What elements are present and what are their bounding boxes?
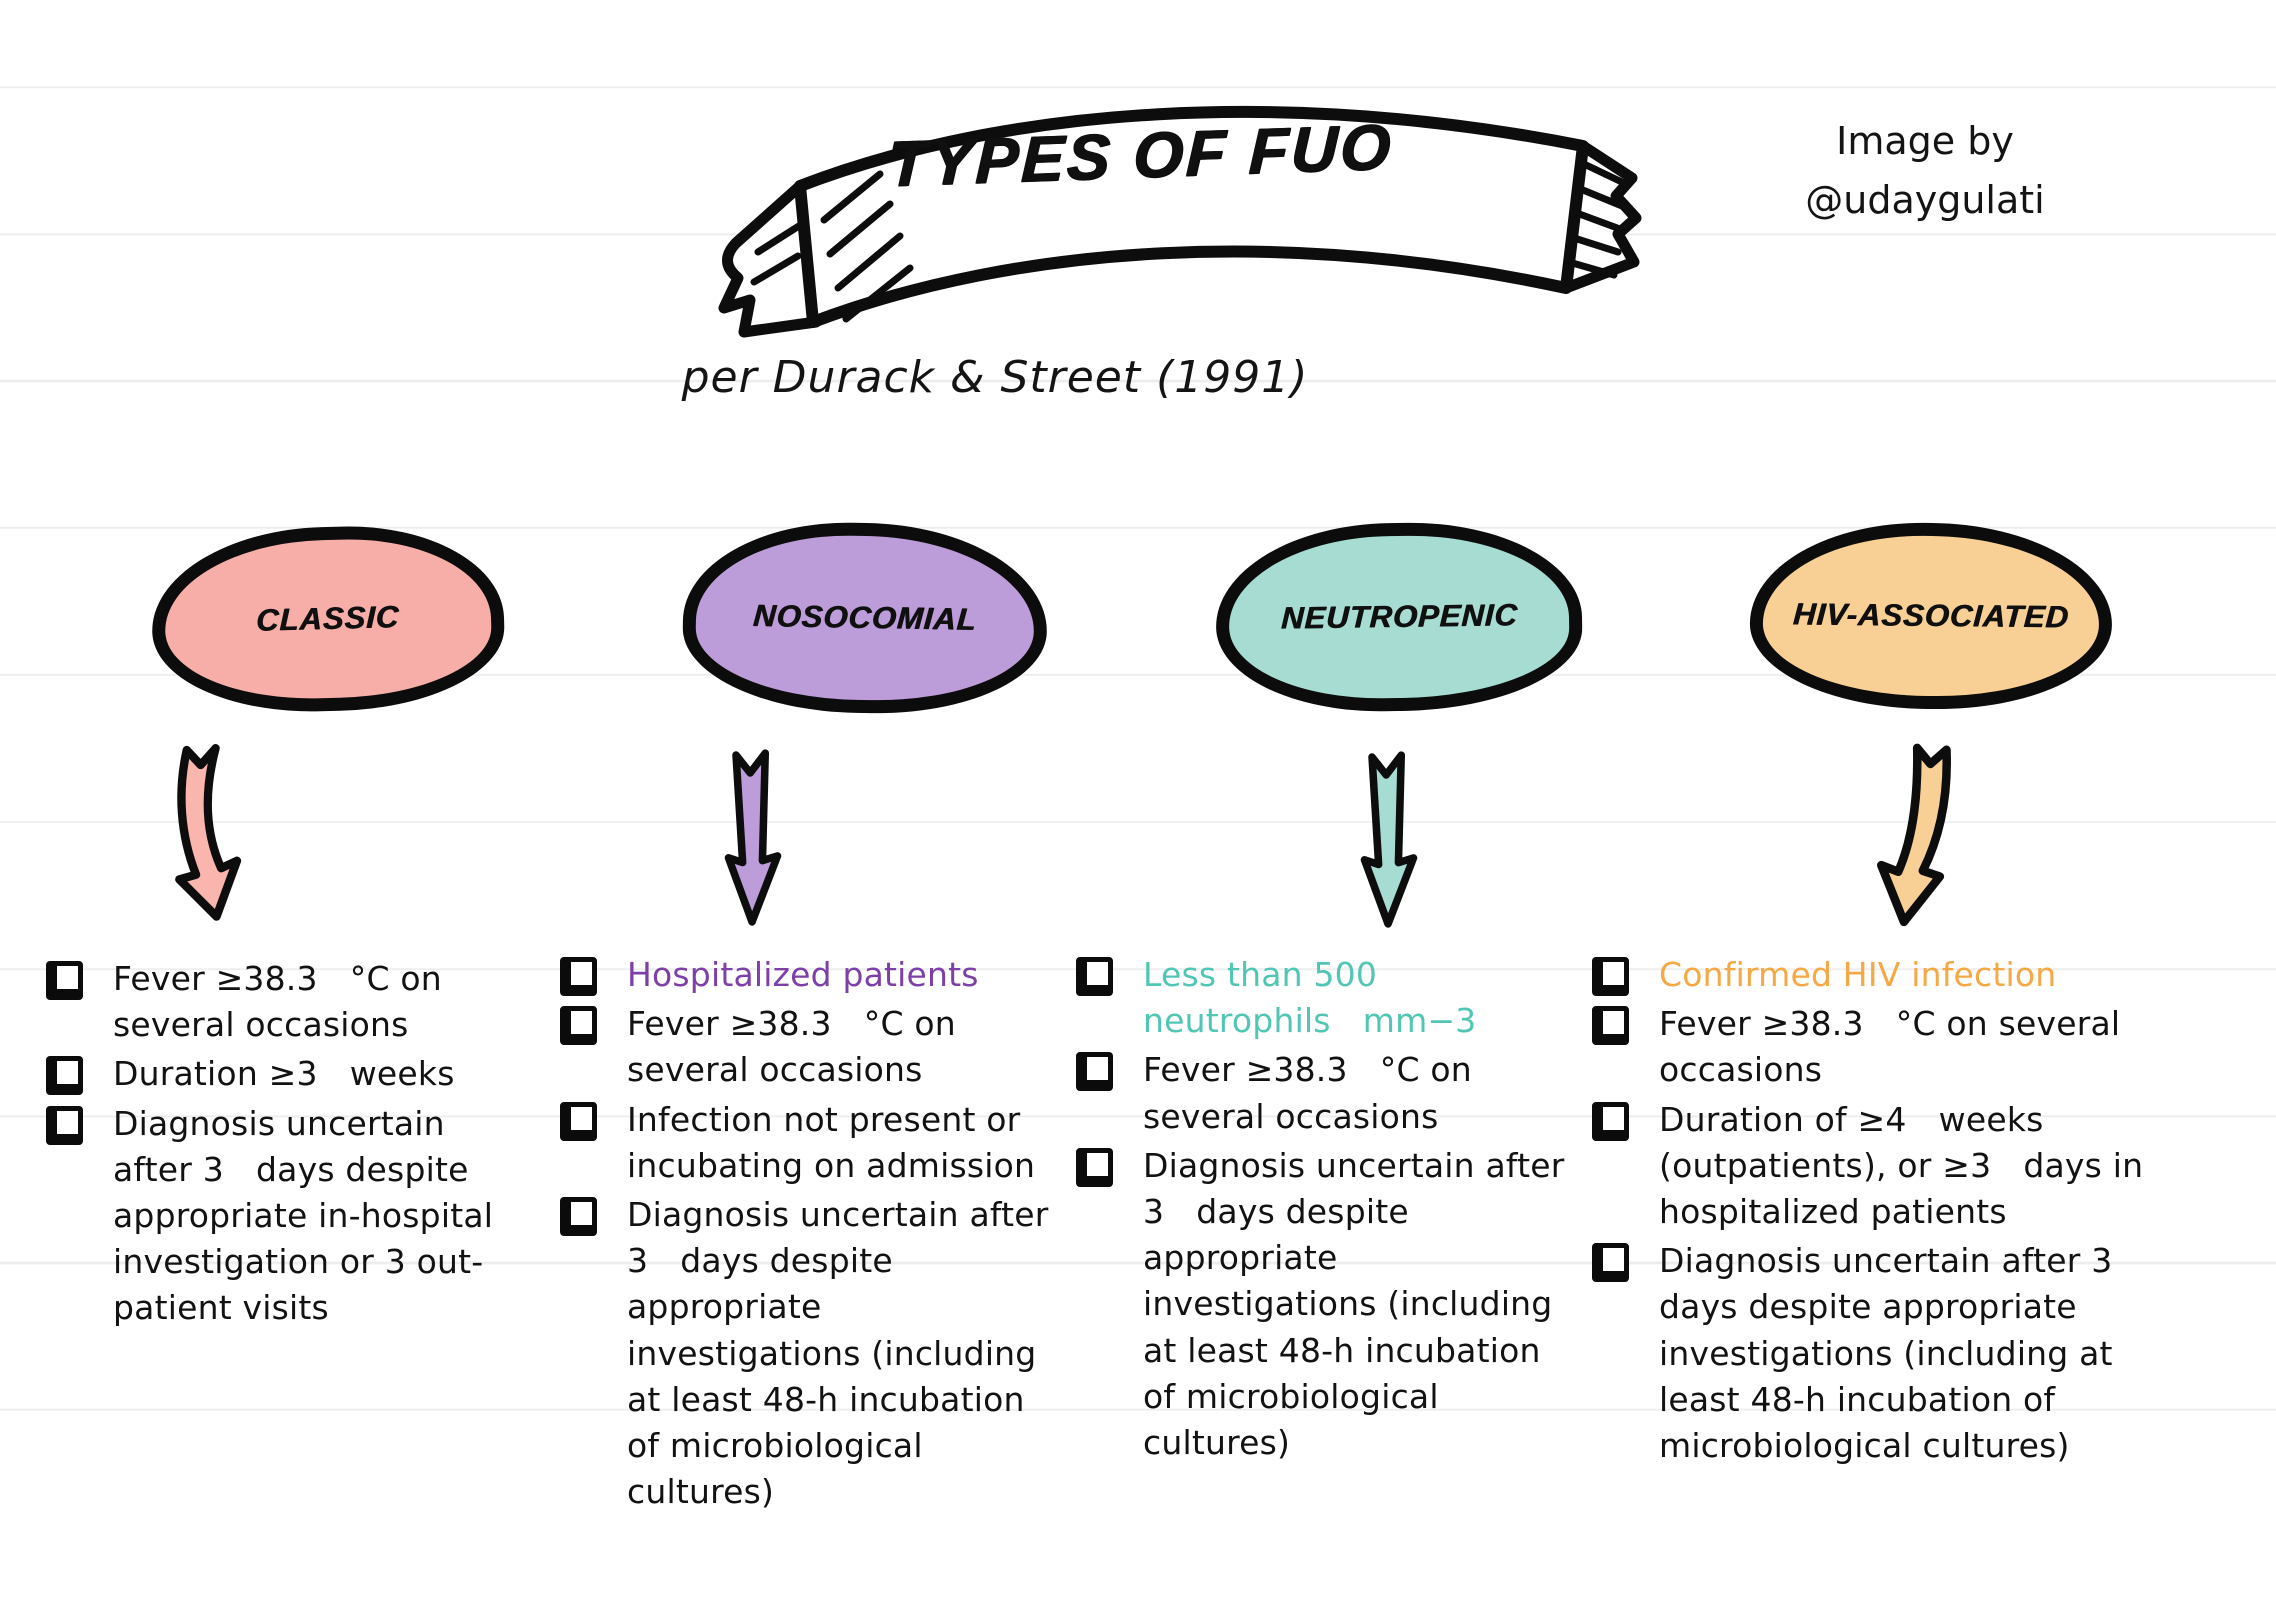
checkbox-bullet-icon [1076, 957, 1113, 996]
down-arrow-icon-neutropenic [1360, 751, 1418, 928]
category-badge-neutropenic: NEUTROPENIC [1214, 520, 1584, 714]
list-item: Diagnosis uncertain after 3 days despite… [1588, 1238, 2166, 1469]
checkbox-bullet-icon [46, 961, 83, 1000]
checkbox-bullet-icon [560, 1006, 597, 1046]
banner-left-fold [718, 180, 822, 338]
checkbox-bullet-icon [1592, 1243, 1629, 1283]
criteria-list-nosocomial: Hospitalized patients Fever ≥38.3 °C on … [556, 952, 1058, 1515]
list-item: Diagnosis uncertain after 3 days despite… [42, 1101, 514, 1332]
list-item-text: Diagnosis uncertain after 3 days despite… [1659, 1241, 2124, 1465]
list-item-text: Diagnosis uncertain after 3 days despite… [113, 1103, 504, 1328]
banner-right-hatching [1565, 160, 1630, 279]
checkbox-bullet-icon [46, 1105, 83, 1145]
criteria-list-hiv: Confirmed HIV infection Fever ≥38.3 °C o… [1588, 952, 2166, 1469]
list-item-text: Infection not present or incubating on a… [627, 1099, 1036, 1185]
checkbox-bullet-icon [560, 957, 597, 996]
list-item: Duration of ≥4 weeks (outpatients), or ≥… [1588, 1097, 2166, 1236]
list-item-text: Diagnosis uncertain after 3 days despite… [627, 1194, 1060, 1512]
checkbox-bullet-icon [1076, 1052, 1113, 1092]
down-arrow-icon-nosocomial [724, 749, 782, 926]
list-item-text: Fever ≥38.3 °C on several occasions [627, 1004, 967, 1090]
checkbox-bullet-icon [560, 1101, 597, 1141]
list-item-text: Less than 500 neutrophils mm−3 [1143, 955, 1477, 1041]
checkbox-bullet-icon [1592, 1101, 1629, 1141]
banner-band [794, 106, 1589, 328]
checkbox-bullet-icon [1592, 1006, 1629, 1046]
category-badge-hiv: HIV-ASSOCIATED [1749, 521, 2113, 711]
image-credit: Image by @udaygulati [1740, 112, 2110, 230]
list-item-text: Hospitalized patients [627, 955, 979, 994]
category-badge-nosocomial: NOSOCOMIAL [681, 519, 1049, 717]
list-item: Diagnosis uncertain after 3 days despite… [1072, 1143, 1574, 1466]
list-item-text: Duration of ≥4 weeks (outpatients), or ≥… [1659, 1099, 2154, 1231]
category-label-hiv: HIV-ASSOCIATED [1792, 596, 2071, 635]
credit-line-2: @udaygulati [1805, 177, 2045, 222]
credit-line-1: Image by [1836, 119, 2014, 163]
list-item: Confirmed HIV infection [1588, 952, 2166, 998]
list-item-text: Fever ≥38.3 °C on several occasions [1143, 1050, 1483, 1136]
down-arrow-icon-hiv [1876, 743, 1951, 927]
criteria-list-classic: Fever ≥38.3 °C on several occasions Dura… [42, 956, 514, 1332]
list-item: Less than 500 neutrophils mm−3 [1072, 952, 1574, 1044]
list-item-text: Diagnosis uncertain after 3 days despite… [1143, 1145, 1576, 1462]
list-item-text: Fever ≥38.3 °C on several occasions [113, 959, 453, 1045]
list-item-text: Confirmed HIV infection [1659, 955, 2057, 994]
list-item: Fever ≥38.3 °C on several occasions [1588, 1001, 2166, 1093]
category-label-nosocomial: NOSOCOMIAL [752, 598, 979, 637]
category-label-neutropenic: NEUTROPENIC [1280, 597, 1518, 636]
banner-ribbon [718, 106, 1642, 338]
checkbox-bullet-icon [1076, 1147, 1113, 1187]
banner-left-hatching [750, 170, 914, 323]
list-item: Duration ≥3 weeks [42, 1051, 514, 1097]
list-item: Hospitalized patients [556, 952, 1058, 998]
checkbox-bullet-icon [1592, 957, 1629, 996]
checkbox-bullet-icon [560, 1196, 597, 1236]
page-subtitle: per Durack & Street (1991) [681, 352, 1309, 403]
list-item: Fever ≥38.3 °C on several occasions [556, 1001, 1058, 1093]
category-label-classic: CLASSIC [256, 599, 400, 638]
checkbox-bullet-icon [46, 1056, 83, 1096]
list-item: Fever ≥38.3 °C on several occasions [42, 956, 514, 1048]
criteria-list-neutropenic: Less than 500 neutrophils mm−3 Fever ≥38… [1072, 952, 1574, 1466]
category-badge-classic: CLASSIC [149, 522, 507, 716]
list-item: Infection not present or incubating on a… [556, 1097, 1058, 1189]
list-item-text: Fever ≥38.3 °C on several occasions [1659, 1004, 2131, 1090]
down-arrow-icon-classic [175, 744, 242, 921]
list-item: Diagnosis uncertain after 3 days despite… [556, 1192, 1058, 1515]
list-item-text: Duration ≥3 weeks [113, 1054, 455, 1094]
list-item: Fever ≥38.3 °C on several occasions [1072, 1047, 1574, 1139]
